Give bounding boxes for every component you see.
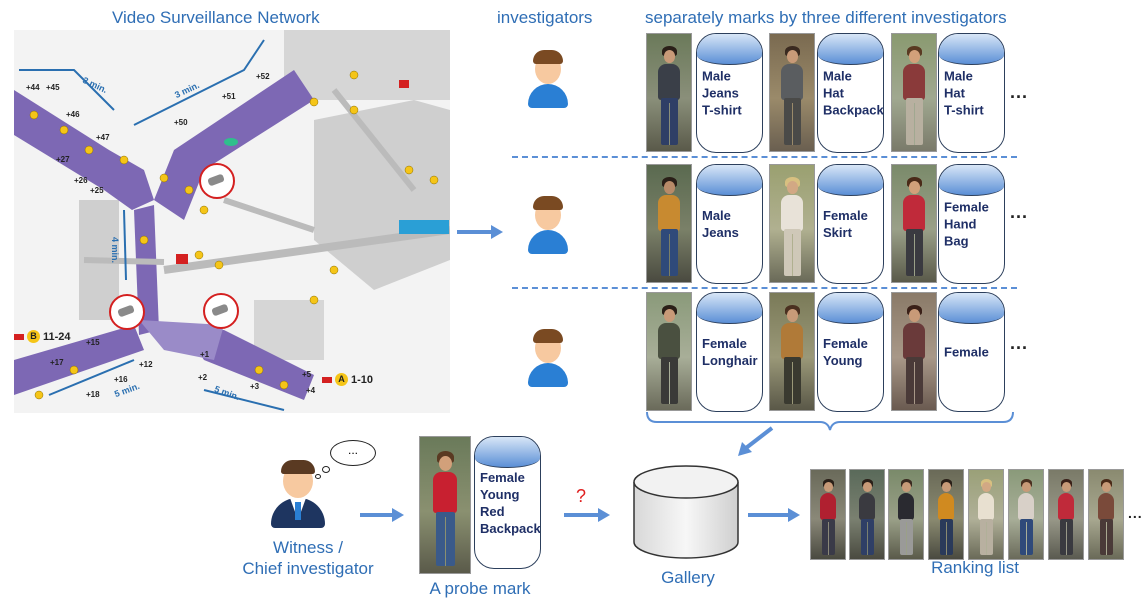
probe-attribute-text: Female Young Red Backpack [480,469,541,536]
witness-to-probe-arrow [360,508,404,522]
row-separator [512,156,1017,158]
gate-label: +45 [46,83,60,92]
attribute-card: Male Hat Backpack [817,33,884,153]
thought-dot [315,474,321,479]
attribute-card: Male Jeans T-shirt [696,33,763,153]
gate-label: +18 [86,390,100,399]
question-mark: ? [576,486,587,506]
brace-to-gallery-arrow [738,426,774,456]
ranking-crop [849,469,885,560]
canada-flag-icon [14,333,24,340]
probe-to-gallery-arrow [564,508,610,522]
gate-label: +52 [256,72,270,81]
attribute-card: Male Hat T-shirt [938,33,1005,153]
gate-group-a: A 1-10 [322,373,373,386]
gate-label: +1 [200,350,210,359]
ranking-crop [810,469,846,560]
walk-time-label: 4 min. [110,236,121,264]
person-crop [769,33,815,152]
ranking-crop [1008,469,1044,560]
gate-label: +4 [306,386,316,395]
camera-icon [203,293,239,329]
gate-badge: A [335,373,348,386]
investigators-title: investigators [497,8,593,27]
attribute-card: Female Longhair [696,292,763,412]
gate-range: 1-10 [351,373,374,386]
attribute-text: Female Young [823,336,868,368]
person-crop [769,292,815,411]
person-crop [769,164,815,283]
investigator-icon [524,194,572,254]
gate-label: +5 [302,370,312,379]
separately-marks-title: separately marks by three different inve… [645,8,1007,27]
attribute-text: Male Hat T-shirt [944,68,984,118]
gate-range: 11-24 [43,330,71,343]
more-ellipsis: ... [1010,333,1029,353]
surveillance-map: +44 +45 +46 +27 +47 +26 +25 +50 +51 +52 … [14,30,450,413]
more-ellipsis: ... [1010,82,1029,102]
gate-label: +15 [86,338,100,347]
gate-label: +50 [174,118,188,127]
probe-crop [419,436,471,574]
row-separator [512,287,1017,289]
gate-label: +47 [96,133,110,142]
attribute-card: Female Skirt [817,164,884,284]
gate-label: +3 [250,382,260,391]
gate-label: +12 [139,360,153,369]
gate-badge: B [27,330,40,343]
attribute-card: Female Hand Bag [938,164,1005,284]
attribute-text: Male Hat Backpack [823,68,884,118]
gallery-label: Gallery [661,568,715,587]
thought-dot [322,466,330,473]
attribute-text: Male Jeans T-shirt [702,68,742,118]
attribute-text: Female Skirt [823,208,868,240]
witness-icon [268,458,328,528]
person-crop [646,164,692,283]
ranking-crop [928,469,964,560]
gate-label: +25 [90,186,104,195]
attribute-text: Male Jeans [702,208,739,240]
video-network-title: Video Surveillance Network [112,8,320,27]
probe-attribute-card: Female Young Red Backpack [474,436,541,569]
investigator-icon [524,48,572,108]
person-crop [646,292,692,411]
witness-label: Witness / Chief investigator [242,538,374,578]
attribute-card: Female Young [817,292,884,412]
gate-label: +44 [26,83,40,92]
camera-icon [109,294,145,330]
person-crop [646,33,692,152]
ranking-crop [888,469,924,560]
person-crop [891,292,937,411]
gate-label: +27 [56,155,70,164]
thought-bubble: ... [330,440,376,466]
marks-brace [646,411,1014,431]
attribute-card: Male Jeans [696,164,763,284]
person-crop [891,164,937,283]
gate-label: +2 [198,373,208,382]
attribute-text: Female Longhair [702,336,758,368]
ranking-crop [1088,469,1124,560]
gate-label: +16 [114,375,128,384]
more-ellipsis: ... [1128,505,1143,521]
more-ellipsis: ... [1010,202,1029,222]
ranking-list-label: Ranking list [931,558,1019,577]
attribute-card: Female [938,292,1005,412]
gate-label: +17 [50,358,64,367]
ranking-crop [1048,469,1084,560]
map-to-investigators-arrow [457,225,503,239]
gate-label: +26 [74,176,88,185]
canada-flag-icon [322,376,332,383]
gate-label: +46 [66,110,80,119]
camera-icon [199,163,235,199]
person-crop [891,33,937,152]
investigator-icon [524,327,572,387]
gate-label: +51 [222,92,236,101]
attribute-text: Female [944,344,989,360]
gate-group-b: B 11-24 [14,330,71,343]
gallery-database-icon [633,465,739,559]
probe-mark-label: A probe mark [429,579,531,598]
attribute-text: Female Hand Bag [944,199,989,249]
ranking-crop [968,469,1004,560]
gallery-to-ranking-arrow [748,508,800,522]
